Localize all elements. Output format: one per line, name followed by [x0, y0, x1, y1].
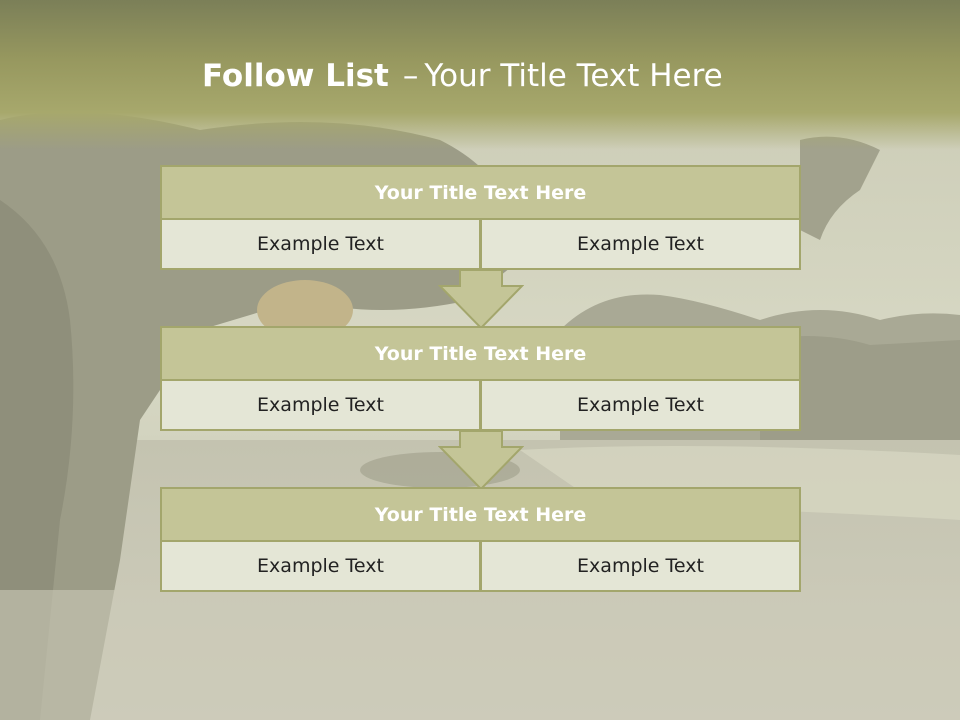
slide-title-bold: Follow List	[202, 58, 389, 94]
block-row: Example Text Example Text	[160, 220, 801, 270]
block-title: Your Title Text Here	[160, 487, 801, 542]
down-arrow-icon	[438, 431, 524, 491]
block-cell-right: Example Text	[481, 220, 801, 270]
list-block-3: Your Title Text Here Example Text Exampl…	[160, 487, 801, 592]
slide-title: Follow List–Your Title Text Here	[202, 54, 723, 98]
down-arrow-icon	[438, 270, 524, 330]
block-cell-left: Example Text	[160, 381, 481, 431]
block-cell-right: Example Text	[481, 542, 801, 592]
block-row: Example Text Example Text	[160, 542, 801, 592]
header-band	[0, 0, 960, 150]
block-cell-right: Example Text	[481, 381, 801, 431]
block-title: Your Title Text Here	[160, 326, 801, 381]
list-block-2: Your Title Text Here Example Text Exampl…	[160, 326, 801, 431]
slide-title-rest: Your Title Text Here	[424, 58, 723, 94]
slide-title-dash: –	[402, 58, 419, 94]
block-row: Example Text Example Text	[160, 381, 801, 431]
list-block-1: Your Title Text Here Example Text Exampl…	[160, 165, 801, 270]
block-cell-left: Example Text	[160, 542, 481, 592]
block-title: Your Title Text Here	[160, 165, 801, 220]
block-cell-left: Example Text	[160, 220, 481, 270]
